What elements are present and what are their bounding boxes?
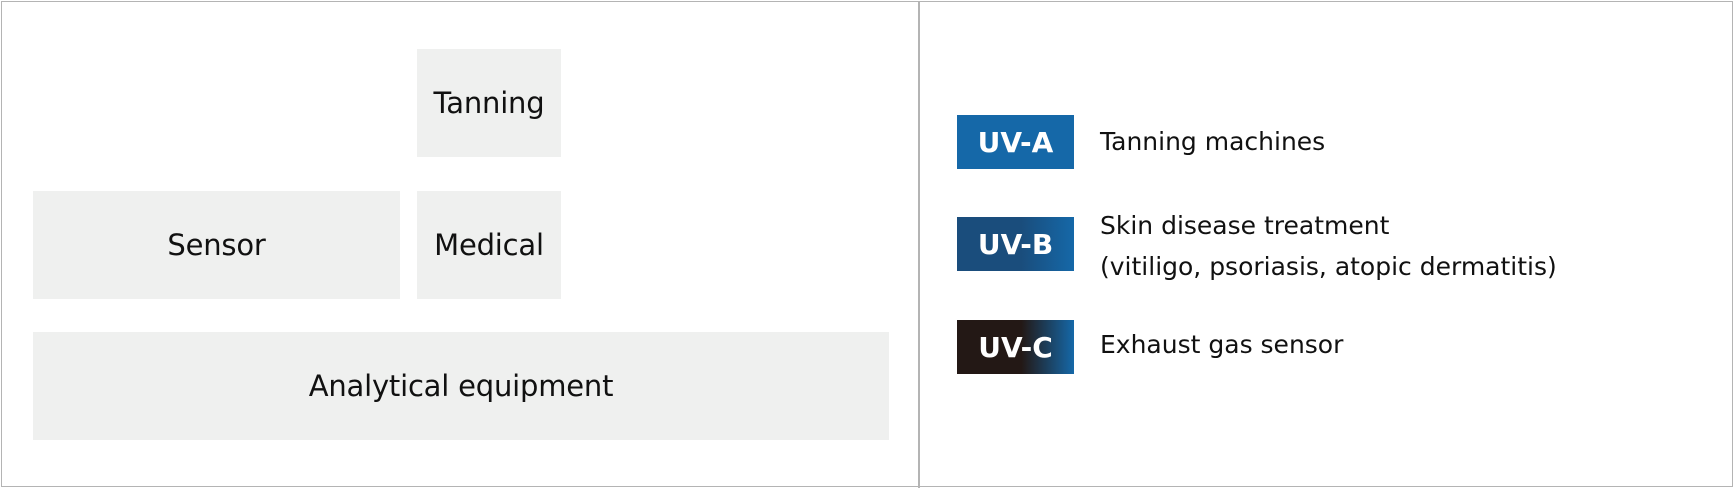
uv-c-description-line: Exhaust gas sensor — [1100, 330, 1344, 359]
uv-b-description-line-1: Skin disease treatment — [1100, 211, 1390, 240]
application-label-tanning: Tanning — [433, 86, 545, 120]
application-box-medical: Medical — [417, 191, 561, 299]
uv-c-description: Exhaust gas sensor — [1100, 324, 1343, 365]
uv-c-label: UV-C — [978, 330, 1053, 364]
uv-a-description: Tanning machines — [1100, 121, 1325, 162]
panel-divider — [918, 1, 920, 488]
application-box-tanning: Tanning — [417, 49, 561, 157]
application-label-analytical: Analytical equipment — [308, 369, 614, 403]
uv-a-badge: UV-A — [957, 115, 1074, 169]
uv-c-badge: UV-C — [957, 320, 1074, 374]
uv-b-label: UV-B — [977, 227, 1054, 261]
uv-b-badge: UV-B — [957, 217, 1074, 271]
application-label-medical: Medical — [434, 228, 544, 262]
application-label-sensor: Sensor — [167, 228, 266, 262]
application-box-sensor: Sensor — [33, 191, 400, 299]
application-box-analytical: Analytical equipment — [33, 332, 889, 440]
uv-b-description: Skin disease treatment (vitiligo, psoria… — [1100, 205, 1557, 287]
uv-a-description-line: Tanning machines — [1100, 127, 1326, 156]
uv-b-description-line-2: (vitiligo, psoriasis, atopic dermatitis) — [1100, 252, 1557, 281]
uv-a-label: UV-A — [977, 125, 1054, 159]
